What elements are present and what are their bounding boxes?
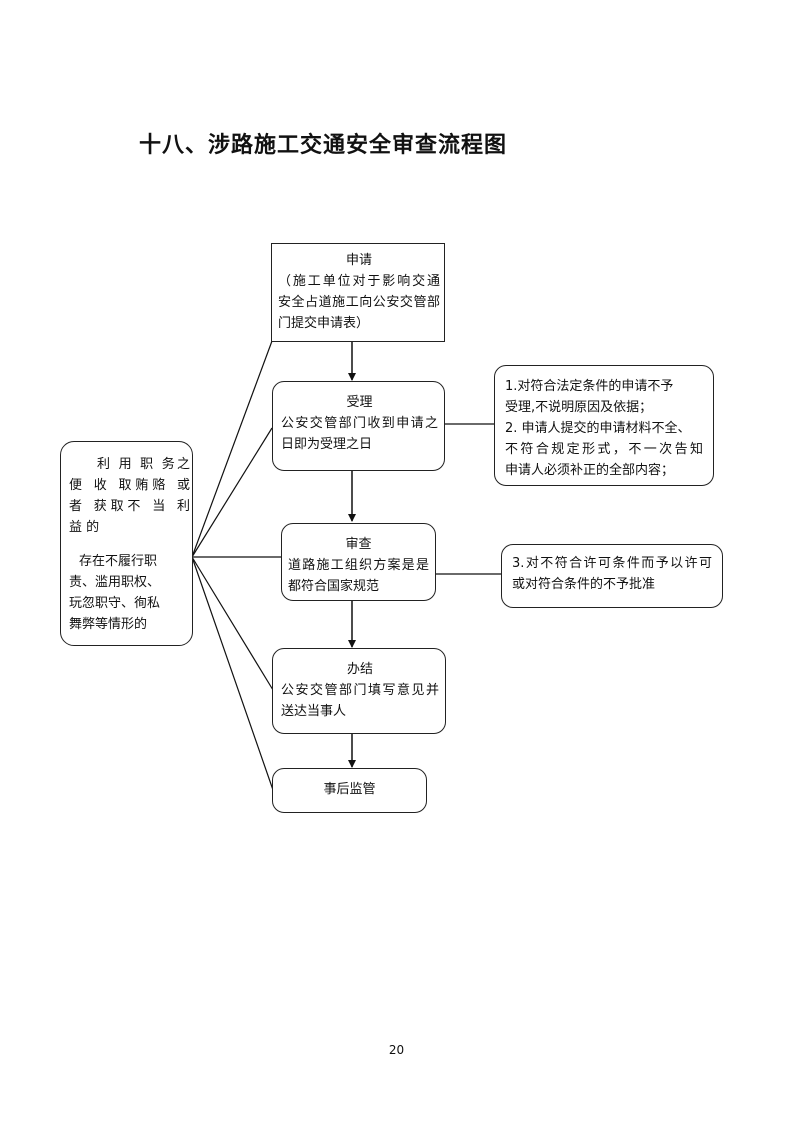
accept-note-line-3: 2. 申请人提交的申请材料不全、: [505, 421, 691, 436]
node-risk: 利 用 职 务之 便 收 取贿赂 或 者 获取不 当 利 益 的 存在不履行职 …: [60, 441, 193, 646]
node-conclude-line-1: 公安交管部门填写意见并: [281, 683, 439, 698]
node-conclude: 办结 公安交管部门填写意见并 送达当事人: [272, 648, 446, 734]
risk-line-2: 便 收 取贿赂 或: [69, 478, 190, 493]
accept-note-line-4: 不符合规定形式，不一次告知: [505, 442, 703, 457]
node-review-line-1: 道路施工组织方案是是: [288, 558, 429, 573]
node-apply-line-3: 门提交申请表）: [278, 316, 370, 331]
node-review-note: 3.对不符合许可条件而予以许可 或对符合条件的不予批准: [501, 544, 723, 608]
node-accept-heading: 受理: [346, 395, 373, 410]
node-conclude-heading: 办结: [346, 662, 373, 677]
node-supervise-heading: 事后监管: [323, 782, 376, 797]
risk-line-4: 益 的: [69, 520, 100, 535]
risk-link-conclude: [191, 556, 274, 691]
node-apply-heading: 申请: [345, 253, 372, 268]
accept-note-line-2: 受理,不说明原因及依据；: [505, 400, 653, 415]
node-review-line-2: 都符合国家规范: [288, 579, 380, 594]
risk-spacer: [69, 538, 190, 551]
risk-link-accept: [191, 427, 273, 558]
page-title: 十八、涉路施工交通安全审查流程图: [139, 133, 508, 158]
review-note-line-1: 3.对不符合许可条件而予以许可: [512, 556, 712, 571]
accept-note-line-5: 申请人必须补正的全部内容；: [505, 463, 675, 478]
risk-link-apply: [191, 340, 273, 558]
node-accept-note: 1.对符合法定条件的申请不予 受理,不说明原因及依据； 2. 申请人提交的申请材…: [494, 365, 714, 486]
risk-line-6: 责、滥用职权、: [69, 575, 161, 590]
risk-line-1: 利 用 职 务之: [97, 457, 190, 472]
node-accept-line-1: 公安交管部门收到申请之: [281, 416, 438, 431]
node-accept: 受理 公安交管部门收到申请之 日即为受理之日: [272, 381, 445, 471]
risk-line-8: 舞弊等情形的: [69, 617, 148, 632]
node-apply: 申请 （施工单位对于影响交通 安全占道施工向公安交管部 门提交申请表）: [271, 243, 445, 342]
node-accept-line-2: 日即为受理之日: [281, 437, 373, 452]
node-apply-line-1: （施工单位对于影响交通: [278, 274, 440, 289]
node-supervise: 事后监管: [272, 768, 427, 813]
node-review: 审查 道路施工组织方案是是 都符合国家规范: [281, 523, 436, 601]
risk-line-5: 存在不履行职: [79, 554, 158, 569]
accept-note-line-1: 1.对符合法定条件的申请不予: [505, 379, 674, 394]
page-number: 20: [388, 1043, 405, 1057]
node-apply-line-2: 安全占道施工向公安交管部: [278, 295, 440, 310]
node-conclude-line-2: 送达当事人: [281, 704, 347, 719]
risk-line-3: 者 获取不 当 利: [69, 499, 190, 514]
node-review-heading: 审查: [345, 537, 372, 552]
risk-line-7: 玩忽职守、徇私: [69, 596, 161, 611]
review-note-line-2: 或对符合条件的不予批准: [512, 577, 656, 592]
risk-link-supervise: [191, 556, 274, 791]
